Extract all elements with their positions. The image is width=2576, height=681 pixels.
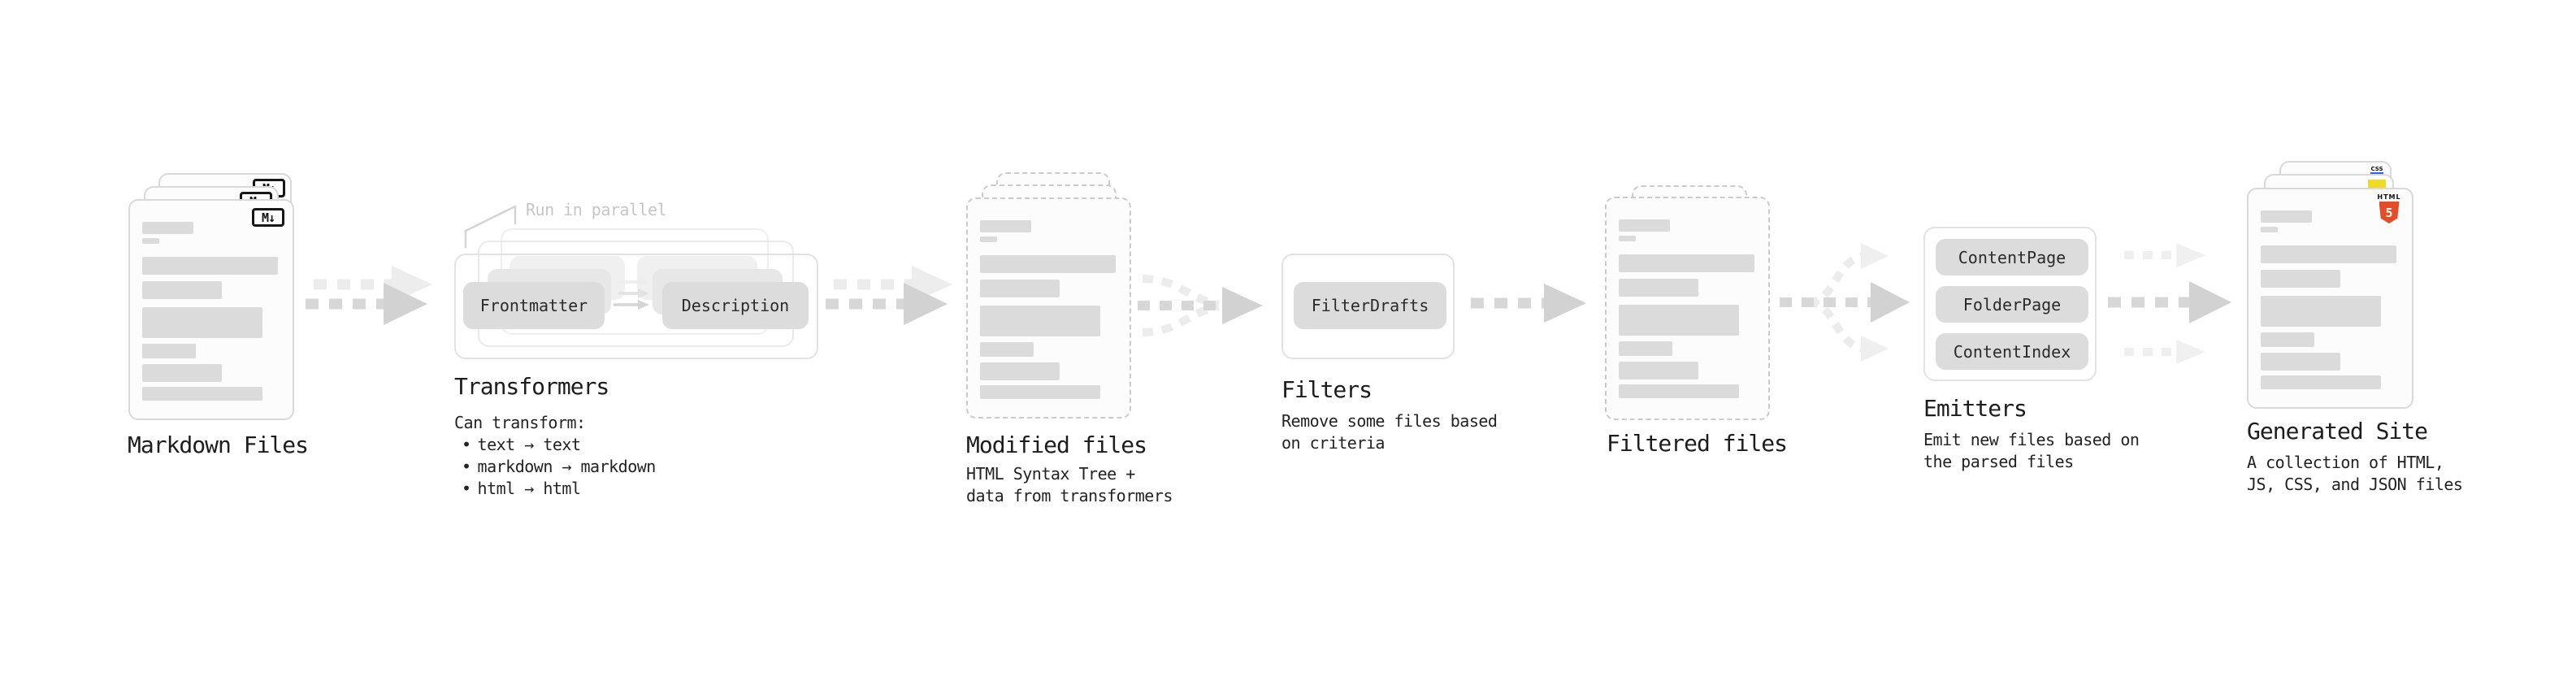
- text-line-bar: [980, 220, 1031, 232]
- emitters-description: Emit new files based on the parsed files: [1923, 430, 2140, 471]
- text-line-bar: [980, 236, 997, 242]
- emitter-pill-contentpage: ContentPage: [1936, 239, 2088, 275]
- markdown-icon: M↓: [252, 208, 284, 227]
- stage-label-modified-files: Modified files: [966, 432, 1147, 458]
- filters-description: Remove some files based on criteria: [1281, 411, 1498, 453]
- markdown-file-card: M↓: [128, 199, 294, 420]
- filters-frame: FilterDrafts: [1281, 254, 1455, 359]
- css-icon: CSS: [2369, 166, 2385, 175]
- transformer-pill-frontmatter: Frontmatter: [463, 282, 605, 329]
- arrow-filters-to-filtered: [1471, 284, 1586, 323]
- arrow-modified-to-filters-merge: [1138, 275, 1263, 336]
- text-line-bar: [2261, 227, 2278, 232]
- html5-icon: HTML 5: [2377, 193, 2401, 223]
- modified-file-card: [966, 197, 1131, 419]
- bullet-marker: •: [462, 479, 471, 498]
- stage-label-emitters: Emitters: [1923, 395, 2027, 422]
- text-line-bar: [980, 362, 1060, 380]
- filtered-file-card: [1605, 197, 1770, 420]
- text-line-bar: [1619, 279, 1698, 297]
- transform-bullet: •text → text: [462, 435, 581, 454]
- text-line-bar: [2261, 296, 2381, 327]
- transform-bullet: •markdown → markdown: [462, 457, 656, 476]
- filter-pill-filterdrafts: FilterDrafts: [1294, 282, 1446, 329]
- document-text-lines: [130, 201, 293, 401]
- transformers-description: Can transform: •text → text •markdown → …: [454, 412, 656, 500]
- text-line-bar: [980, 385, 1100, 399]
- stage-label-generated-site: Generated Site: [2247, 418, 2428, 445]
- emitter-pill-folderpage: FolderPage: [1936, 286, 2088, 323]
- text-line-bar: [2261, 210, 2312, 223]
- text-line-bar: [2261, 375, 2381, 389]
- text-line-bar: [980, 255, 1116, 273]
- transform-bullet: •html → html: [462, 479, 581, 498]
- text-line-bar: [142, 281, 222, 299]
- arrow-markdown-to-transformers: [306, 266, 432, 325]
- text-line-bar: [980, 306, 1100, 336]
- text-line-bar: [1619, 384, 1739, 398]
- stage-label-markdown-files: Markdown Files: [128, 432, 309, 458]
- text-line-bar: [142, 238, 159, 244]
- text-line-bar: [1619, 254, 1754, 272]
- parallel-mini-arrows: [614, 277, 649, 310]
- annotation-leader-line: [464, 205, 517, 249]
- text-line-bar: [142, 364, 222, 382]
- can-transform-title: Can transform:: [454, 413, 586, 432]
- run-in-parallel-annotation: Run in parallel: [526, 200, 667, 219]
- emitter-pill-contentindex: ContentIndex: [1936, 333, 2088, 370]
- generated-site-description: A collection of HTML, JS, CSS, and JSON …: [2247, 453, 2463, 494]
- text-line-bar: [142, 387, 262, 401]
- document-text-lines: [2249, 189, 2412, 389]
- modified-files-description: HTML Syntax Tree + data from transformer…: [966, 464, 1173, 505]
- document-text-lines: [968, 199, 1130, 399]
- transformer-pill-description: Description: [662, 282, 809, 329]
- javascript-icon: [2368, 180, 2386, 189]
- arrow-emitters-to-generated: [2108, 243, 2231, 364]
- text-line-bar: [142, 222, 193, 234]
- text-line-bar: [142, 344, 196, 358]
- text-line-bar: [1619, 362, 1698, 380]
- text-line-bar: [2261, 270, 2340, 288]
- text-line-bar: [1619, 341, 1672, 356]
- bullet-marker: •: [462, 457, 471, 476]
- bullet-marker: •: [462, 435, 471, 454]
- text-line-bar: [980, 280, 1060, 297]
- emitters-frame: ContentPage FolderPage ContentIndex: [1923, 227, 2097, 381]
- document-text-lines: [1607, 198, 1768, 398]
- arrow-filtered-to-emitters-fanout: [1780, 243, 1910, 362]
- text-line-bar: [2261, 332, 2314, 347]
- text-line-bar: [1619, 236, 1636, 241]
- text-line-bar: [1619, 305, 1739, 336]
- text-line-bar: [2261, 245, 2396, 263]
- stage-label-transformers: Transformers: [454, 373, 609, 400]
- transformer-frame: Frontmatter Description: [454, 254, 818, 359]
- text-line-bar: [980, 342, 1034, 357]
- text-line-bar: [2261, 353, 2340, 371]
- text-line-bar: [142, 257, 278, 275]
- text-line-bar: [142, 307, 262, 338]
- generated-file-card: HTML 5: [2247, 188, 2413, 409]
- stage-label-filters: Filters: [1281, 376, 1373, 403]
- arrow-transformers-to-modified: [826, 266, 952, 325]
- text-line-bar: [1619, 219, 1670, 232]
- stage-label-filtered-files: Filtered files: [1607, 430, 1788, 457]
